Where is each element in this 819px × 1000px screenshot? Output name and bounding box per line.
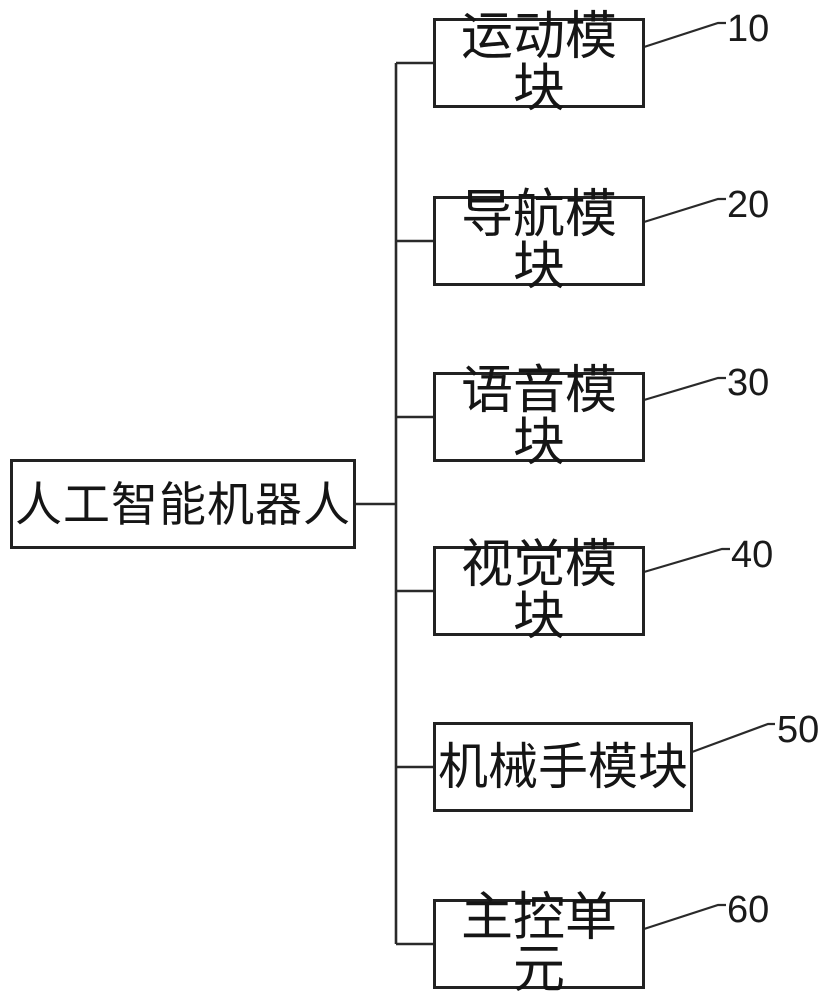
ref-number-30: 30 [727,362,770,404]
module-label: 语音模块 [460,362,617,472]
ref-number-60: 60 [727,889,770,931]
leader-line-60 [643,903,726,931]
ref-number-20: 20 [727,184,770,226]
module-label: 机械手模块 [438,739,688,795]
leader-line-20 [643,197,726,224]
module-label: 运动模块 [460,8,617,118]
module-label: 主控单元 [460,889,617,999]
ref-number-50: 50 [777,709,819,751]
module-label: 导航模块 [460,186,617,296]
ref-number-10: 10 [727,8,770,50]
ref-number-40: 40 [731,534,774,576]
root-box-ai-robot: 人工智能机器人 [10,459,356,549]
leader-line-10 [643,21,726,49]
module-box-robotic-hand: 机械手模块 [433,722,693,812]
leader-line-50 [691,722,775,754]
leader-line-40 [643,547,730,574]
module-box-speech: 语音模块 [433,365,645,469]
leader-line-30 [643,376,726,402]
module-label: 视觉模块 [460,536,617,646]
module-box-vision: 视觉模块 [433,539,645,643]
module-box-motion: 运动模块 [433,11,645,115]
module-box-main-control: 主控单元 [433,892,645,996]
module-box-navigation: 导航模块 [433,189,645,293]
root-label: 人工智能机器人 [15,477,351,531]
